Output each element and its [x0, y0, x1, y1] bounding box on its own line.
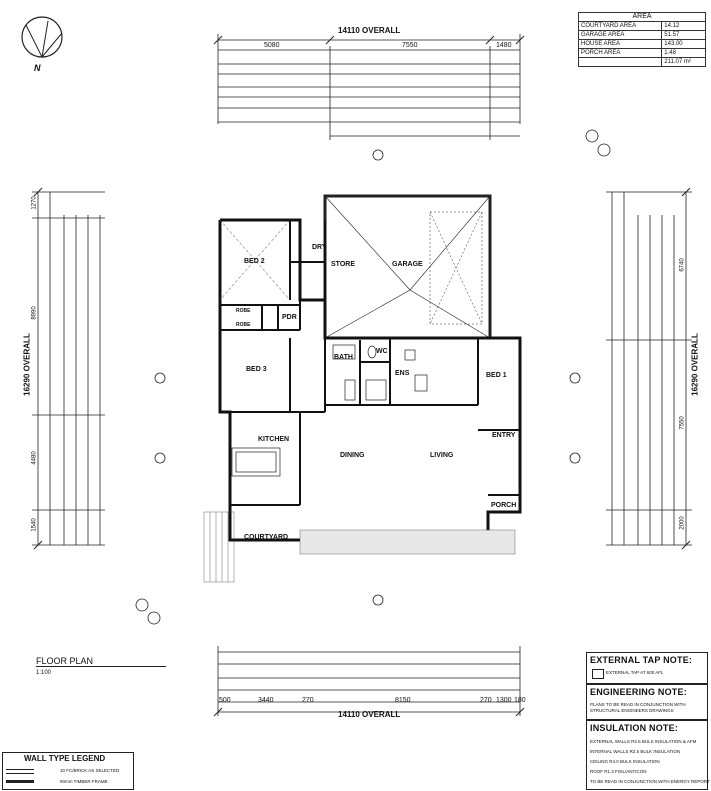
- room-label-entry: ENTRY: [492, 432, 516, 439]
- right-overall-dim: 16290 OVERALL: [690, 333, 700, 396]
- bottom-dim-seg-5: 270: [480, 697, 492, 704]
- external-tap-note-title: EXTERNAL TAP NOTE:: [590, 655, 693, 665]
- left-dim-seg-1: 1270: [31, 196, 38, 210]
- left-dim-seg-2: 8990: [31, 306, 38, 320]
- room-label-wc: WC: [376, 348, 388, 355]
- bottom-dim-seg-3: 270: [302, 697, 314, 704]
- room-label-store: STORE: [331, 261, 355, 268]
- room-label-kitchen: KITCHEN: [258, 436, 290, 443]
- right-dim-seg-3: 2000: [679, 516, 686, 530]
- brick-wall-swatch: [6, 769, 34, 774]
- engineering-note-line-2: STRUCTURAL ENGINEERS DRAWINGS: [590, 708, 674, 713]
- right-dim-seg-2: 7550: [679, 416, 686, 430]
- room-label-dry: DRY: [312, 244, 327, 251]
- wall-type-legend: [2, 752, 134, 790]
- engineering-note-title: ENGINEERING NOTE:: [590, 687, 687, 697]
- external-tap-note-box: [586, 652, 708, 684]
- table-row: 211.07 m²: [577, 57, 706, 67]
- room-label-bath: BATH: [334, 354, 353, 361]
- room-label-garage: GARAGE: [392, 261, 423, 268]
- room-label-porch: PORCH: [491, 502, 517, 509]
- top-dim-seg-2: 7550: [402, 42, 418, 49]
- bottom-dim-seg-7: 180: [514, 697, 526, 704]
- top-dim-seg-3: 1480: [496, 42, 512, 49]
- room-label-bed2: BED 2: [244, 258, 265, 265]
- left-dim-seg-4: 1540: [31, 518, 38, 532]
- left-overall-dim: 16290 OVERALL: [22, 333, 32, 396]
- insulation-note-title: INSULATION NOTE:: [590, 723, 679, 733]
- room-label-bed1: BED 1: [486, 372, 507, 379]
- area-total: 211.07 m²: [661, 57, 706, 67]
- bottom-dim-seg-6: 1300: [496, 697, 512, 704]
- bottom-dim-seg-1: 500: [219, 697, 231, 704]
- room-label-robe-1: ROBE: [236, 308, 251, 314]
- insulation-note-line: EXTERNAL WALLS R2.5 BULK INSULATION & AF…: [590, 739, 697, 744]
- wall-legend-item: 10 FC/BRICK AS SELECTED: [60, 768, 120, 773]
- bottom-overall-dim: 14110 OVERALL: [338, 710, 401, 719]
- room-label-bed3: BED 3: [246, 366, 267, 373]
- wall-legend-item: 90mm TIMBER FRAME: [60, 779, 108, 784]
- insulation-note-line: ROOF R1.3 FOIL/ANTICON: [590, 769, 647, 774]
- north-label: N: [34, 63, 41, 73]
- tap-icon: [592, 669, 604, 679]
- wall-legend-title: WALL TYPE LEGEND: [24, 754, 106, 763]
- insulation-note-line: INTERNAL WALLS R2.5 BULK INSULATION: [590, 749, 681, 754]
- left-dim-seg-3: 4480: [31, 451, 38, 465]
- insulation-note-line: CEILING R4.0 BULK INSULATION: [590, 759, 660, 764]
- room-label-ens: ENS: [395, 370, 410, 377]
- floor-plan-title-underline: [36, 666, 166, 667]
- top-dim-seg-1: 5080: [264, 42, 280, 49]
- room-label-living: LIVING: [430, 452, 454, 459]
- room-label-robe-2: ROBE: [236, 322, 251, 328]
- floor-plan-scale: 1:100: [36, 670, 52, 676]
- external-tap-note-text: EXTERNAL TAP AT 600 AFL: [606, 670, 664, 675]
- room-label-courtyard: COURTYARD: [244, 534, 289, 541]
- bottom-dim-seg-2: 3440: [258, 697, 274, 704]
- insulation-note-line: TO BE READ IN CONJUNCTION WITH ENERGY RE…: [590, 779, 710, 784]
- top-overall-dim: 14110 OVERALL: [338, 26, 401, 35]
- room-label-dining: DINING: [340, 452, 365, 459]
- room-label-pdr: PDR: [282, 314, 297, 321]
- north-arrow-icon: [21, 16, 63, 58]
- floor-plan-title: FLOOR PLAN: [36, 656, 94, 666]
- engineering-note-line-1: PLANS TO BE READ IN CONJUNCTION WITH: [590, 702, 686, 707]
- timber-wall-swatch: [6, 780, 34, 783]
- insulation-note-box: [586, 720, 708, 790]
- engineering-note-box: [586, 684, 708, 720]
- right-dim-seg-1: 6740: [679, 258, 686, 272]
- bottom-dim-seg-4: 8150: [395, 697, 411, 704]
